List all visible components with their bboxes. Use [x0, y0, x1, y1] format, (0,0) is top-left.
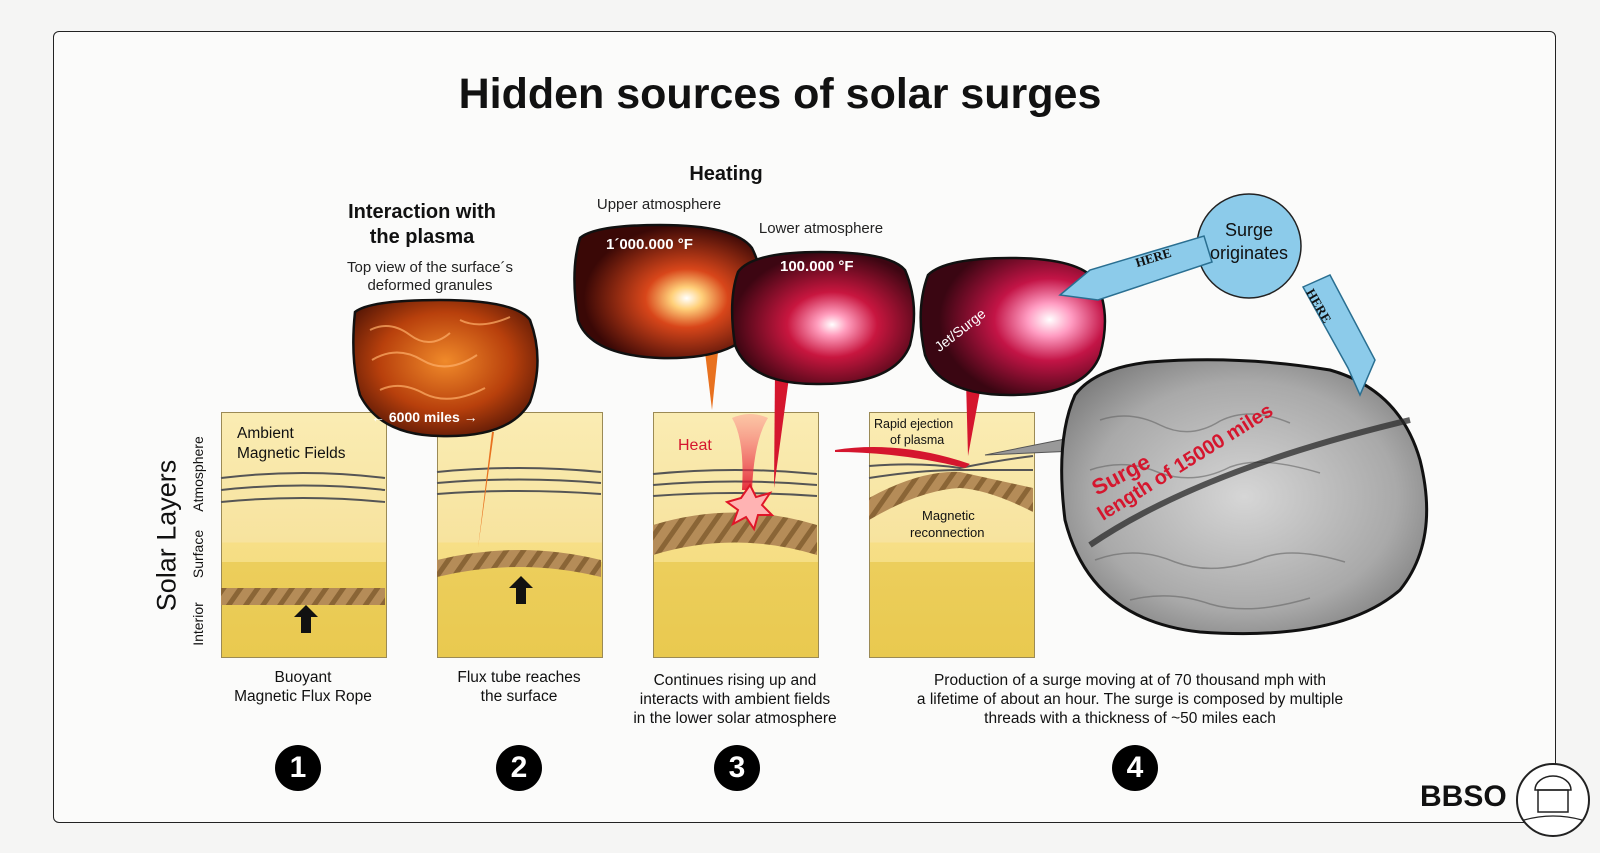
heating-header: Heating — [689, 163, 763, 185]
lower-atmosphere-label: Lower atmosphere — [758, 220, 884, 237]
jet-pointer — [966, 380, 982, 456]
caption-3-line2: interacts with ambient fields — [639, 691, 831, 708]
interaction-header-line2: the plasma — [369, 226, 475, 248]
granule-scale-text: 6000 miles — [388, 409, 460, 425]
heat-plume — [732, 414, 768, 490]
flux-rope-4 — [869, 471, 1033, 520]
upper-atmosphere-temp: 1´000.000 °F — [606, 236, 693, 253]
caption-4-line2: a lifetime of about an hour. The surge i… — [916, 691, 1344, 708]
field-lines-2 — [436, 467, 602, 495]
lower-atmosphere-image — [730, 250, 916, 386]
interaction-header-line1: Interaction with — [348, 201, 496, 223]
flux-rope-3 — [653, 512, 817, 555]
surge-origin-line1: Surge — [1224, 220, 1274, 240]
step-2-badge: 2 — [496, 745, 542, 791]
ejection-line2: of plasma — [890, 433, 945, 447]
granule-desc-line2: deformed granules — [367, 277, 493, 294]
lower-atmosphere-temp: 100.000 °F — [780, 258, 854, 275]
heat-label: Heat — [678, 437, 712, 454]
step-4-badge: 4 — [1112, 745, 1158, 791]
up-arrow-1-icon — [294, 605, 318, 633]
field-lines-3 — [652, 469, 818, 497]
surge-thread — [1088, 417, 1411, 548]
caption-4-line1: Production of a surge moving at of 70 th… — [933, 672, 1327, 689]
bbso-logo-text: BBSO — [1420, 780, 1507, 813]
caption-2-line2: the surface — [480, 688, 558, 705]
caption-1-line1: Buoyant — [274, 669, 332, 686]
here-tag-left — [1058, 235, 1213, 301]
granule-desc-line1: Top view of the surface´s — [347, 259, 513, 276]
field-lines-4 — [868, 455, 1034, 479]
flux-rope-2 — [437, 550, 601, 577]
caption-2-line1: Flux tube reaches — [457, 669, 581, 686]
granule-texture — [369, 316, 511, 400]
ejection-jet — [835, 447, 970, 468]
caption-1-line2: Magnetic Flux Rope — [234, 688, 372, 705]
reconnection-line1: Magnetic — [922, 508, 975, 523]
ambient-field-lines — [220, 472, 386, 503]
granule-scale-label: ← 6000 miles → — [371, 409, 478, 425]
ambient-fields-line2: Magnetic Fields — [237, 445, 346, 462]
jet-surge-image — [919, 256, 1107, 397]
caption-3-line1: Continues rising up and — [653, 672, 817, 689]
caption-4-line3: threads with a thickness of ~50 miles ea… — [984, 710, 1276, 727]
here-tag-right — [1301, 274, 1376, 397]
flux-rope-1 — [221, 588, 385, 605]
step-3-badge: 3 — [714, 745, 760, 791]
ejection-line1: Rapid ejection — [874, 417, 954, 431]
up-arrow-2-icon — [509, 576, 533, 604]
caption-3-line3: in the lower solar atmosphere — [633, 710, 837, 727]
panel-stage-2 — [437, 412, 603, 658]
surge-image — [1060, 358, 1429, 636]
surge-origin-line2: originates — [1209, 243, 1289, 263]
step-1-badge: 1 — [275, 745, 321, 791]
granule-image — [352, 298, 539, 438]
granule-pointer — [478, 432, 494, 548]
heating-burst-icon — [724, 483, 775, 532]
ambient-fields-line1: Ambient — [237, 425, 294, 442]
upper-pointer — [705, 352, 718, 410]
lower-pointer — [774, 370, 790, 488]
upper-atmosphere-label: Upper atmosphere — [596, 196, 722, 213]
reconnection-line2: reconnection — [910, 525, 985, 540]
figure-title: Hidden sources of solar surges — [458, 70, 1102, 118]
